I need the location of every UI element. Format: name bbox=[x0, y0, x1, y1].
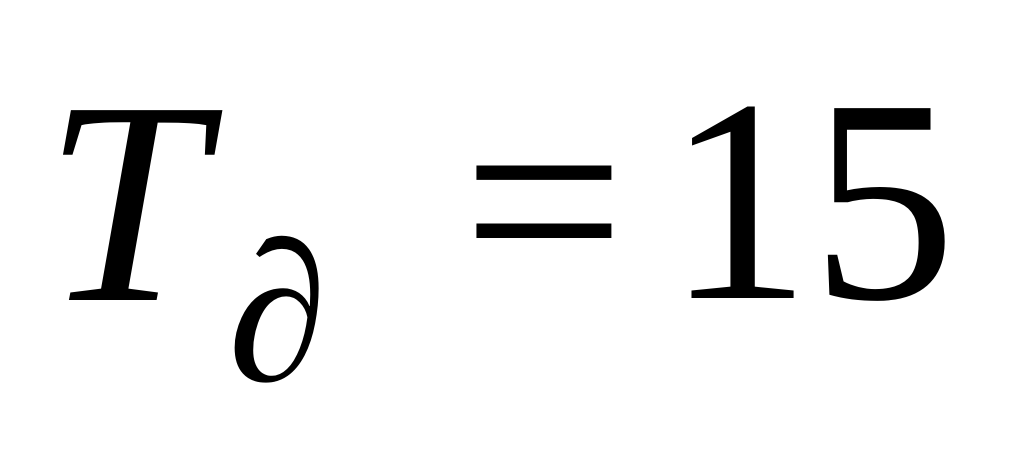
formula-variable: T bbox=[44, 42, 206, 363]
formula-value: 15 bbox=[666, 40, 956, 361]
formula-subscript: ∂ bbox=[228, 203, 327, 424]
formula-equals-sign: = bbox=[462, 40, 626, 361]
